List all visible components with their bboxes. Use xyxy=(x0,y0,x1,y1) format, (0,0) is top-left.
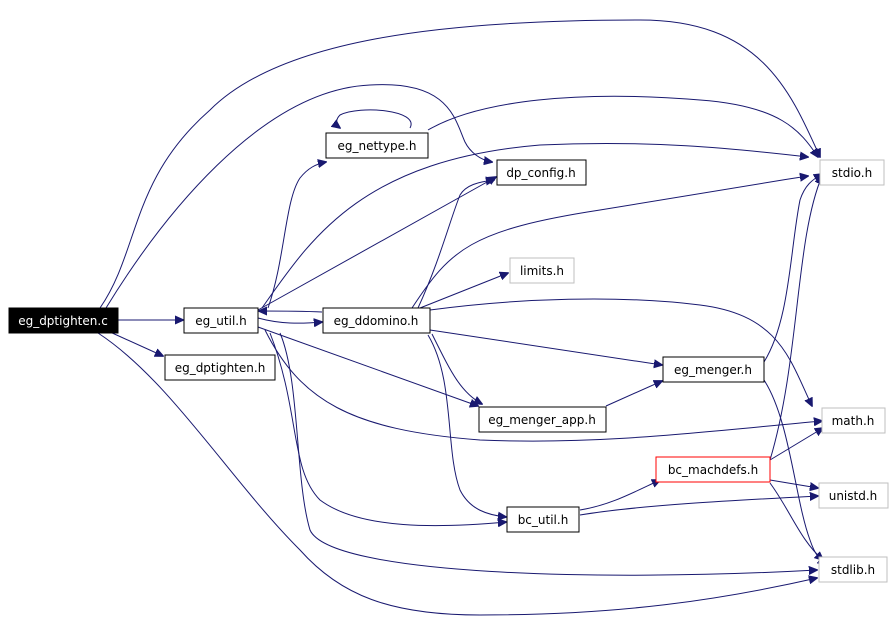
edge-eg-ddomino-to-eg-menger xyxy=(429,329,662,365)
edge-eg-util-to-stdlib xyxy=(279,332,817,576)
node-bc-util-h[interactable]: bc_util.h xyxy=(506,506,580,533)
node-eg-menger-app-h[interactable]: eg_menger_app.h xyxy=(478,406,607,433)
node-eg-nettype-h[interactable]: eg_nettype.h xyxy=(325,132,429,159)
edge-eg-ddomino-to-stdio xyxy=(411,176,808,309)
node-dp-config-h[interactable]: dp_config.h xyxy=(496,159,587,186)
edge-bc-machdefs-to-math xyxy=(769,428,823,461)
node-label: bc_util.h xyxy=(518,513,569,527)
node-eg-ddomino-h[interactable]: eg_ddomino.h xyxy=(322,307,431,334)
node-eg-dptighten-h[interactable]: eg_dptighten.h xyxy=(164,354,276,381)
edge-bc-machdefs-to-stdio xyxy=(769,176,822,461)
edge-eg-menger-to-stdio xyxy=(763,174,822,363)
edge-eg-nettype-to-stdio xyxy=(427,95,818,157)
node-label: eg_nettype.h xyxy=(338,139,417,153)
nodes: eg_dptighten.c eg_util.h eg_dptighten.h … xyxy=(8,132,889,583)
edge-eg-util-to-eg-menger-app xyxy=(257,326,478,406)
node-label: unistd.h xyxy=(829,489,878,503)
node-label: eg_ddomino.h xyxy=(334,314,419,328)
node-label: eg_dptighten.c xyxy=(18,314,108,328)
edge-bc-machdefs-to-stdlib xyxy=(769,482,823,560)
edge-bc-machdefs-to-unistd xyxy=(769,479,818,488)
edge-eg-menger-to-stdlib xyxy=(763,379,826,564)
edge-eg-util-to-bc-util xyxy=(269,332,506,526)
edge-eg-ddomino-to-eg-util xyxy=(259,311,323,312)
node-label: eg_menger.h xyxy=(674,363,752,377)
node-label: eg_dptighten.h xyxy=(175,361,266,375)
edge-dptighten-c-to-eg-dptighten-h xyxy=(109,331,163,356)
node-label: eg_menger_app.h xyxy=(488,413,596,427)
edge-eg-ddomino-to-bc-util xyxy=(427,334,506,517)
node-unistd-h[interactable]: unistd.h xyxy=(818,482,889,509)
edge-eg-util-to-eg-nettype xyxy=(267,162,326,309)
edge-bc-util-to-unistd xyxy=(579,496,818,516)
node-eg-menger-h[interactable]: eg_menger.h xyxy=(662,356,765,383)
node-stdio-h[interactable]: stdio.h xyxy=(819,159,885,186)
edge-eg-util-to-dp-config xyxy=(257,177,496,311)
node-label: math.h xyxy=(832,414,875,428)
edge-eg-ddomino-to-eg-menger-app xyxy=(431,333,482,404)
edge-eg-util-to-eg-ddomino xyxy=(257,317,322,323)
edge-bc-util-to-bc-machdefs xyxy=(579,480,660,511)
node-eg-util-h[interactable]: eg_util.h xyxy=(183,307,259,334)
node-eg-dptighten-c[interactable]: eg_dptighten.c xyxy=(8,307,119,334)
edge-dptighten-c-to-dp-config xyxy=(105,84,492,309)
edge-eg-util-to-math xyxy=(264,329,822,442)
edge-eg-nettype-self xyxy=(337,109,412,128)
edge-dptighten-c-to-stdio xyxy=(99,19,820,309)
edge-eg-ddomino-to-dp-config xyxy=(417,180,494,309)
edge-dptighten-c-to-stdlib xyxy=(97,332,817,616)
node-label: stdlib.h xyxy=(831,563,875,577)
edge-eg-menger-app-to-eg-menger xyxy=(605,381,662,407)
node-label: eg_util.h xyxy=(195,314,246,328)
node-label: dp_config.h xyxy=(506,166,575,180)
node-bc-machdefs-h[interactable]: bc_machdefs.h xyxy=(655,456,771,483)
edge-eg-ddomino-to-math xyxy=(429,298,812,406)
node-label: stdio.h xyxy=(832,166,872,180)
edges xyxy=(97,19,826,616)
node-label: bc_machdefs.h xyxy=(668,463,758,477)
node-stdlib-h[interactable]: stdlib.h xyxy=(818,556,888,583)
edge-eg-ddomino-to-limits xyxy=(419,273,508,309)
node-limits-h[interactable]: limits.h xyxy=(509,257,575,284)
node-label: limits.h xyxy=(520,264,564,278)
edge-eg-util-to-stdio xyxy=(261,142,808,309)
node-math-h[interactable]: math.h xyxy=(821,407,886,434)
